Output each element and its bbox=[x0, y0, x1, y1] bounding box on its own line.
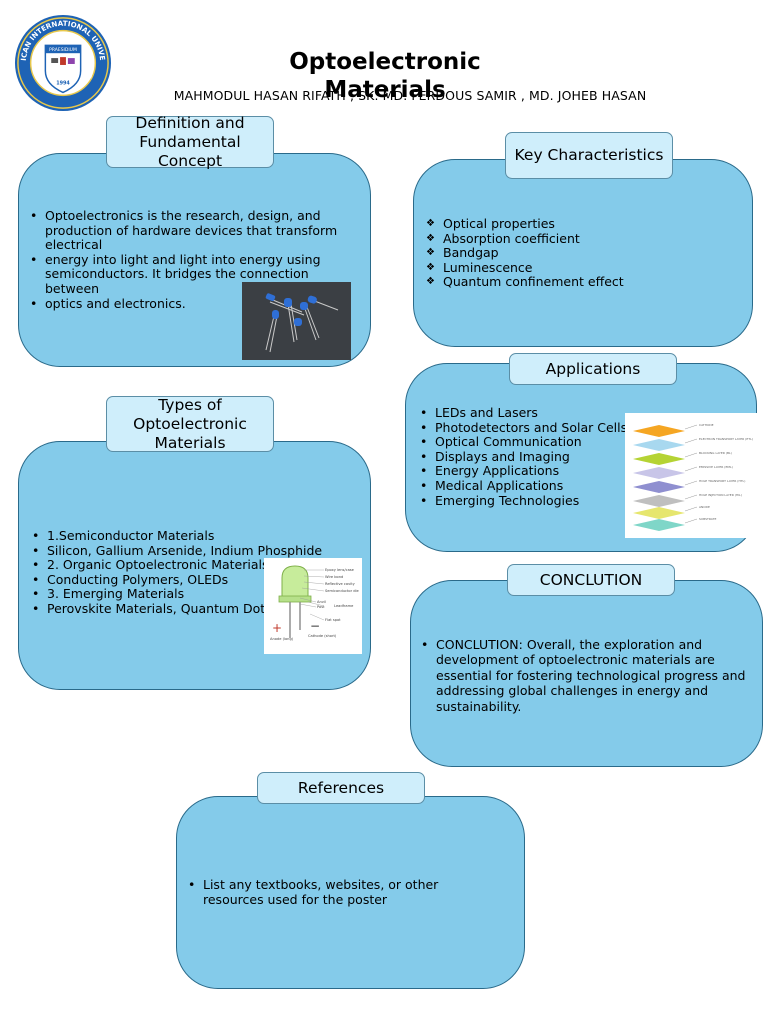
svg-text:1994: 1994 bbox=[56, 81, 70, 87]
types-list: 1.Semiconductor Materials Silicon, Galli… bbox=[32, 528, 362, 617]
svg-text:Post: Post bbox=[317, 605, 325, 609]
list-item: Quantum confinement effect bbox=[426, 275, 728, 290]
list-item: energy into light and light into energy … bbox=[30, 252, 352, 297]
list-item: optics and electronics. bbox=[30, 296, 352, 312]
key-characteristics-list: Optical properties Absorption coefficien… bbox=[426, 216, 728, 290]
svg-text:−: − bbox=[310, 619, 320, 633]
references-heading: References bbox=[257, 772, 425, 804]
authors-line: MAHMODUL HASAN RIFATH , SK. MD. FERDOUS … bbox=[173, 88, 647, 103]
svg-text:HOLE INJECTION LAYER (HIL): HOLE INJECTION LAYER (HIL) bbox=[699, 493, 742, 497]
svg-text:ELECTRON TRANSPORT LAYER (ETL): ELECTRON TRANSPORT LAYER (ETL) bbox=[699, 437, 753, 441]
led-diagram-image: Epoxy lens/case Wire bond Reflective cav… bbox=[264, 558, 362, 654]
led-components-image bbox=[242, 282, 351, 360]
university-logo: AMERICAN INTERNATIONAL UNIVERSITY BANGLA… bbox=[14, 14, 112, 112]
list-item: Silicon, Gallium Arsenide, Indium Phosph… bbox=[32, 543, 362, 559]
definition-list: Optoelectronics is the research, design,… bbox=[30, 208, 352, 312]
types-heading: Types of Optoelectronic Materials bbox=[106, 396, 274, 452]
list-item: 3. Emerging Materials bbox=[32, 587, 362, 602]
svg-text:BLOCKING LAYER (BL): BLOCKING LAYER (BL) bbox=[699, 451, 732, 455]
svg-text:Semiconductor die: Semiconductor die bbox=[325, 589, 359, 593]
list-item: Optoelectronics is the research, design,… bbox=[30, 208, 352, 253]
conclusion-list: CONCLUTION: Overall, the exploration and… bbox=[421, 637, 751, 714]
list-item: Luminescence bbox=[426, 260, 728, 276]
list-item: 2. Organic Optoelectronic Materials bbox=[32, 558, 362, 573]
poster-title: Optoelectronic Materials bbox=[289, 49, 481, 103]
list-item: Photodetectors and Solar Cells bbox=[420, 420, 640, 436]
svg-text:+: + bbox=[272, 621, 282, 635]
list-item: CONCLUTION: Overall, the exploration and… bbox=[421, 637, 751, 714]
list-item: Energy Applications bbox=[420, 464, 640, 479]
conclusion-heading: CONCLUTION bbox=[507, 564, 675, 596]
svg-text:PRAESIDIUM: PRAESIDIUM bbox=[49, 47, 77, 53]
list-item: Optical Communication bbox=[420, 435, 640, 450]
references-list: List any textbooks, websites, or other r… bbox=[188, 877, 468, 907]
list-item: List any textbooks, websites, or other r… bbox=[188, 877, 468, 907]
applications-heading: Applications bbox=[509, 353, 677, 385]
svg-text:Cathode (short): Cathode (short) bbox=[308, 634, 337, 638]
svg-text:EMISSIVE LAYER (EML): EMISSIVE LAYER (EML) bbox=[699, 465, 733, 469]
svg-text:ANODE: ANODE bbox=[699, 505, 710, 509]
svg-text:HOLE TRANSPORT LAYER (HTL): HOLE TRANSPORT LAYER (HTL) bbox=[699, 479, 745, 483]
svg-text:Flat spot: Flat spot bbox=[325, 618, 341, 622]
svg-text:CATHODE: CATHODE bbox=[699, 423, 714, 427]
list-item: Emerging Technologies bbox=[420, 493, 640, 509]
key-characteristics-heading: Key Characteristics bbox=[505, 132, 673, 179]
svg-text:Epoxy lens/case: Epoxy lens/case bbox=[325, 568, 355, 572]
definition-heading: Definition and Fundamental Concept bbox=[106, 114, 274, 170]
oled-layers-image: CATHODE ELECTRON TRANSPORT LAYER (ETL) B… bbox=[625, 413, 757, 538]
list-item: 1.Semiconductor Materials bbox=[32, 528, 362, 544]
list-item: Perovskite Materials, Quantum Dots bbox=[32, 601, 362, 617]
list-item: LEDs and Lasers bbox=[420, 405, 640, 421]
svg-text:সততা: সততা bbox=[82, 75, 93, 80]
svg-text:SUBSTRATE: SUBSTRATE bbox=[699, 517, 716, 521]
list-item: Bandgap bbox=[426, 246, 728, 261]
svg-text:Reflective cavity: Reflective cavity bbox=[325, 582, 356, 586]
list-item: Medical Applications bbox=[420, 478, 640, 494]
svg-text:Leadframe: Leadframe bbox=[334, 604, 354, 608]
svg-text:বিশ্বাস: বিশ্বাস bbox=[34, 75, 45, 80]
list-item: Absorption coefficient bbox=[426, 231, 728, 247]
svg-text:Wire bond: Wire bond bbox=[325, 575, 343, 579]
list-item: Optical properties bbox=[426, 216, 728, 232]
list-item: Conducting Polymers, OLEDs bbox=[32, 572, 362, 588]
svg-text:Anode (long): Anode (long) bbox=[270, 637, 294, 641]
list-item: Displays and Imaging bbox=[420, 449, 640, 465]
svg-text:Anvil: Anvil bbox=[317, 600, 326, 604]
applications-list: LEDs and Lasers Photodetectors and Solar… bbox=[420, 405, 640, 509]
